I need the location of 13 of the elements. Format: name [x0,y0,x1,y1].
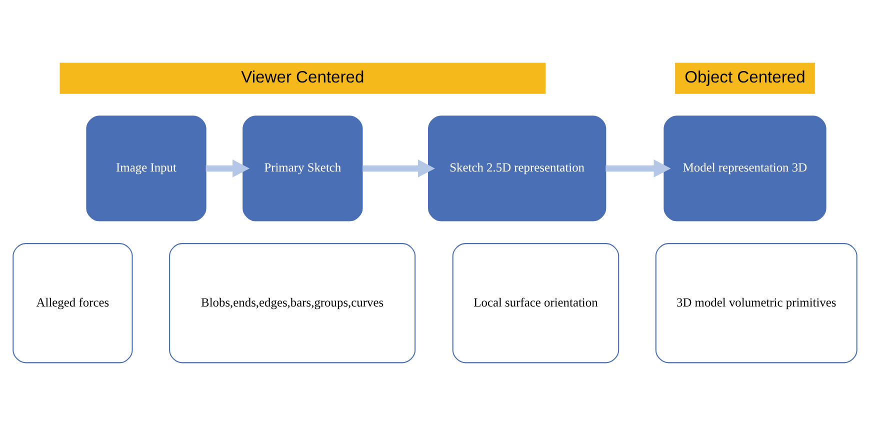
node-box: Object Centered [674,62,814,94]
node-box: Image Input [86,115,206,221]
node-box: Local surface orientation [452,242,619,363]
node-box: Viewer Centered [59,62,546,94]
arrow [362,159,435,177]
arrow [605,159,670,177]
node-box: Blobs,ends,edges,bars,groups,curves [168,242,416,363]
node-box: 3D model volumetric primitives [654,242,857,363]
arrow [205,159,250,177]
node-box: Sketch 2.5D representation [428,115,606,221]
node-box: Alleged forces [12,242,132,363]
node-box: Model representation 3D [663,115,826,221]
node-box: Primary Sketch [242,115,362,221]
